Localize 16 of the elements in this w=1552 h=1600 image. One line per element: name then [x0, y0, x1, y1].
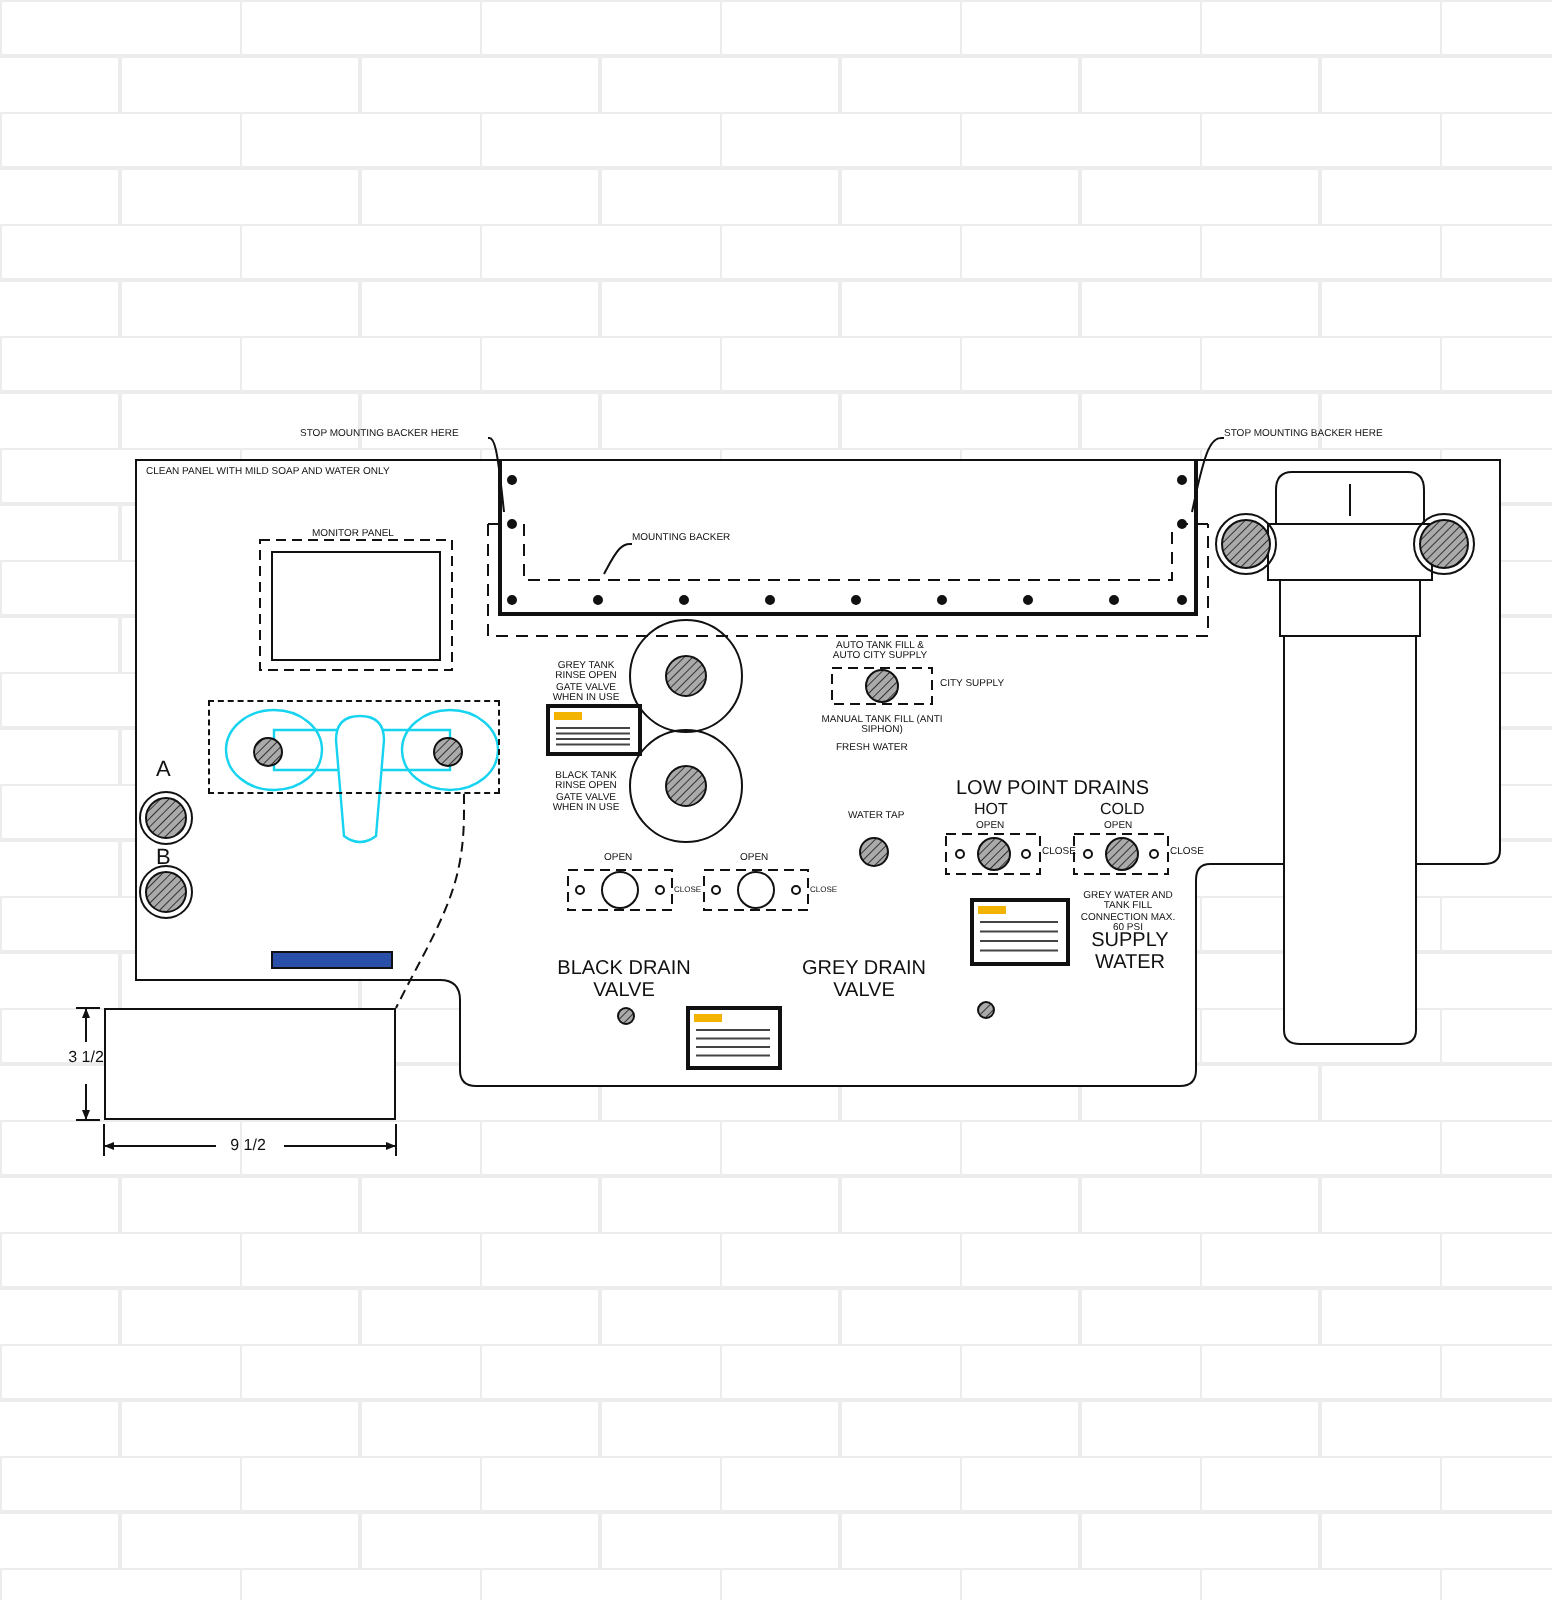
connector-line: [395, 793, 465, 1009]
panel-label: B: [156, 848, 171, 872]
valve-label: BLACK DRAIN VALVE: [555, 960, 693, 1002]
panel-label: A: [156, 760, 171, 784]
leader-line: [487, 437, 505, 513]
panel-label: SUPPLY WATER: [1089, 932, 1171, 974]
leader-line: [603, 543, 633, 575]
dimension-label: 3 1/2: [66, 1050, 106, 1067]
dimension-label: 9 1/2: [228, 1138, 268, 1155]
leader-line: [1191, 437, 1225, 513]
faucet-box: [208, 700, 500, 794]
panel-label: HOT: [974, 802, 1008, 819]
valve-label: GREY DRAIN VALVE: [799, 960, 929, 1002]
panel-label: COLD: [1100, 802, 1145, 819]
access-box: [104, 1008, 396, 1120]
section-heading: LOW POINT DRAINS: [956, 780, 1149, 801]
